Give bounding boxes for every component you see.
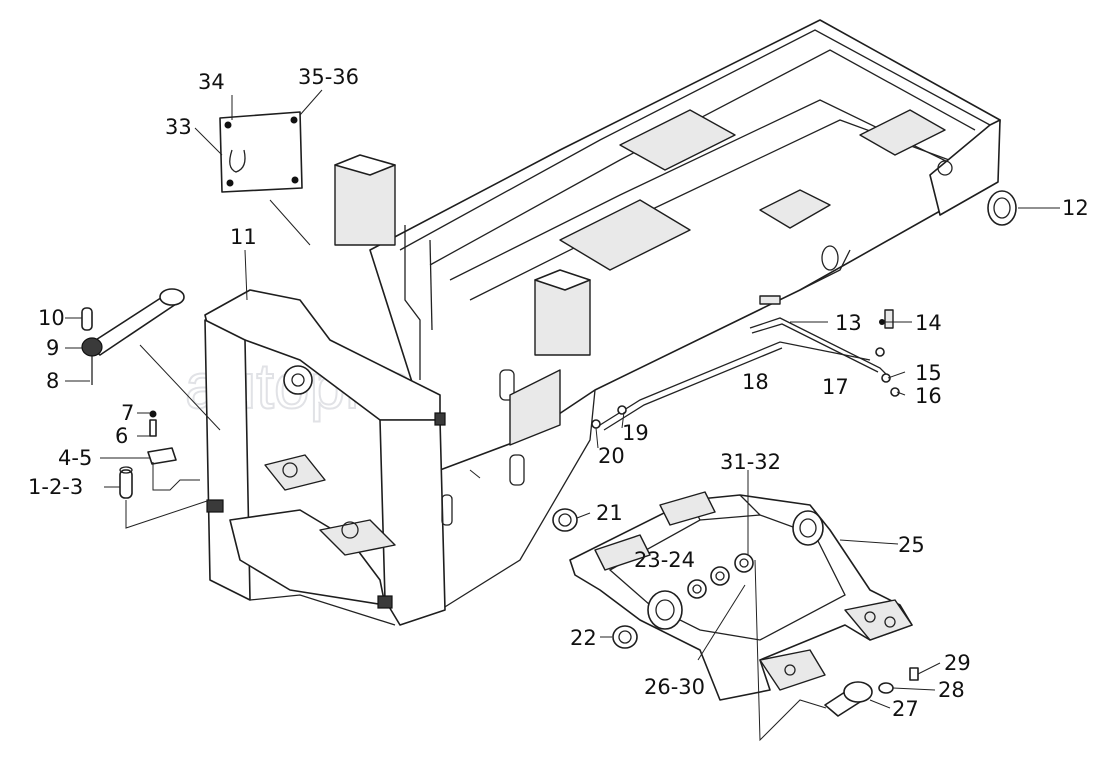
callout-34: 34 <box>198 70 225 94</box>
front-frame <box>204 154 591 626</box>
callout-labels: 1-2-3 4-5 6 7 8 9 10 11 12 13 14 15 16 1… <box>28 65 1089 721</box>
washers <box>687 553 754 599</box>
callout-9: 9 <box>46 336 59 360</box>
callout-26-30: 26-30 <box>644 675 705 699</box>
callout-4-5: 4-5 <box>58 446 92 470</box>
callout-25: 25 <box>898 533 925 557</box>
bushing-22 <box>612 625 638 649</box>
callout-21: 21 <box>596 501 623 525</box>
callout-15: 15 <box>915 361 942 385</box>
callout-18: 18 <box>742 370 769 394</box>
callout-17: 17 <box>822 375 849 399</box>
callout-31-32: 31-32 <box>720 450 781 474</box>
callout-8: 8 <box>46 369 59 393</box>
cover-plate-34 <box>219 111 303 193</box>
callout-16: 16 <box>915 384 942 408</box>
pin-parts <box>119 410 177 499</box>
callout-6: 6 <box>115 424 128 448</box>
callout-14: 14 <box>915 311 942 335</box>
rear-frame <box>369 19 1001 611</box>
pin-27 <box>824 667 919 717</box>
callout-12: 12 <box>1062 196 1089 220</box>
callout-27: 27 <box>892 697 919 721</box>
callout-29: 29 <box>944 651 971 675</box>
bushing-12 <box>987 190 1017 226</box>
leader-lines <box>65 89 1060 742</box>
link-rod-assembly <box>81 288 185 385</box>
callout-19: 19 <box>622 421 649 445</box>
callout-22: 22 <box>570 626 597 650</box>
callout-13: 13 <box>835 311 862 335</box>
hydraulic-line <box>591 317 900 431</box>
callout-11: 11 <box>230 225 257 249</box>
callout-20: 20 <box>598 444 625 468</box>
callout-33: 33 <box>165 115 192 139</box>
callout-1-2-3: 1-2-3 <box>28 475 83 499</box>
callout-10: 10 <box>38 306 65 330</box>
callout-35-36: 35-36 <box>298 65 359 89</box>
bushing-21 <box>552 508 578 532</box>
callout-7: 7 <box>121 401 134 425</box>
callout-28: 28 <box>938 678 965 702</box>
callout-23-24: 23-24 <box>634 548 695 572</box>
axle-swing-frame-25 <box>569 491 913 701</box>
